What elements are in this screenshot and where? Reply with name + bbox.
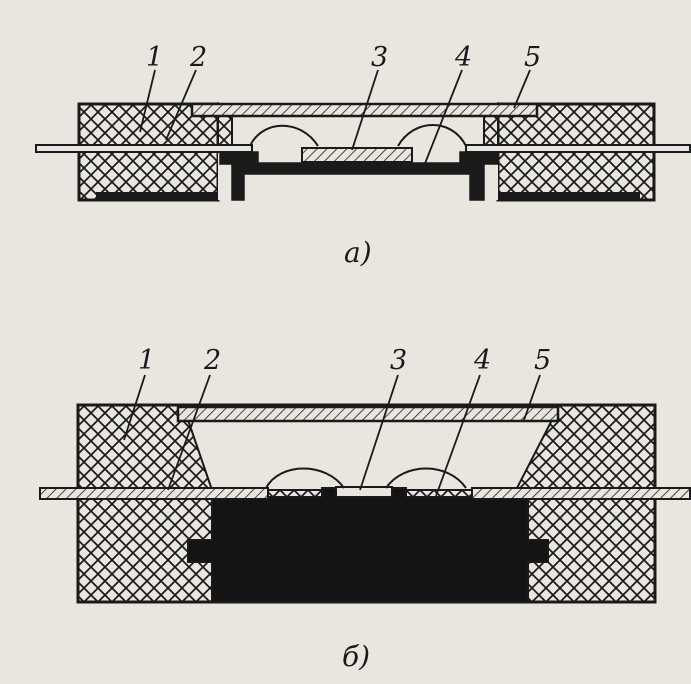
a-lead-right: [465, 144, 691, 153]
figure-a: 1 2 3 4 5 а): [35, 42, 691, 269]
b-label-1: 1: [138, 345, 155, 376]
b-cavity: [186, 419, 554, 491]
b-label-4: 4: [473, 345, 491, 376]
figure-b: 1 2 3 4 5 б): [39, 345, 691, 673]
a-label-4: 4: [454, 42, 472, 73]
a-chip: [301, 147, 413, 163]
a-wire-left: [249, 124, 319, 147]
b-label-2: 2: [203, 345, 221, 376]
a-label-3: 3: [371, 42, 388, 73]
b-lid: [176, 405, 560, 423]
b-lead-left: [39, 487, 269, 500]
a-label-1: 1: [146, 42, 163, 73]
b-lead-right: [471, 487, 691, 500]
a-caption: а): [344, 236, 372, 269]
a-label-5: 5: [524, 42, 541, 73]
a-label-2: 2: [189, 42, 207, 73]
b-chip: [335, 486, 393, 498]
a-lead-left: [35, 144, 253, 153]
b-label-5: 5: [534, 345, 551, 376]
b-wire-left: [265, 467, 345, 489]
b-wire-right: [385, 467, 467, 489]
b-heatsink: [187, 487, 549, 603]
b-caption: б): [342, 640, 370, 673]
b-label-3: 3: [390, 345, 407, 376]
a-wire-right: [397, 124, 467, 147]
